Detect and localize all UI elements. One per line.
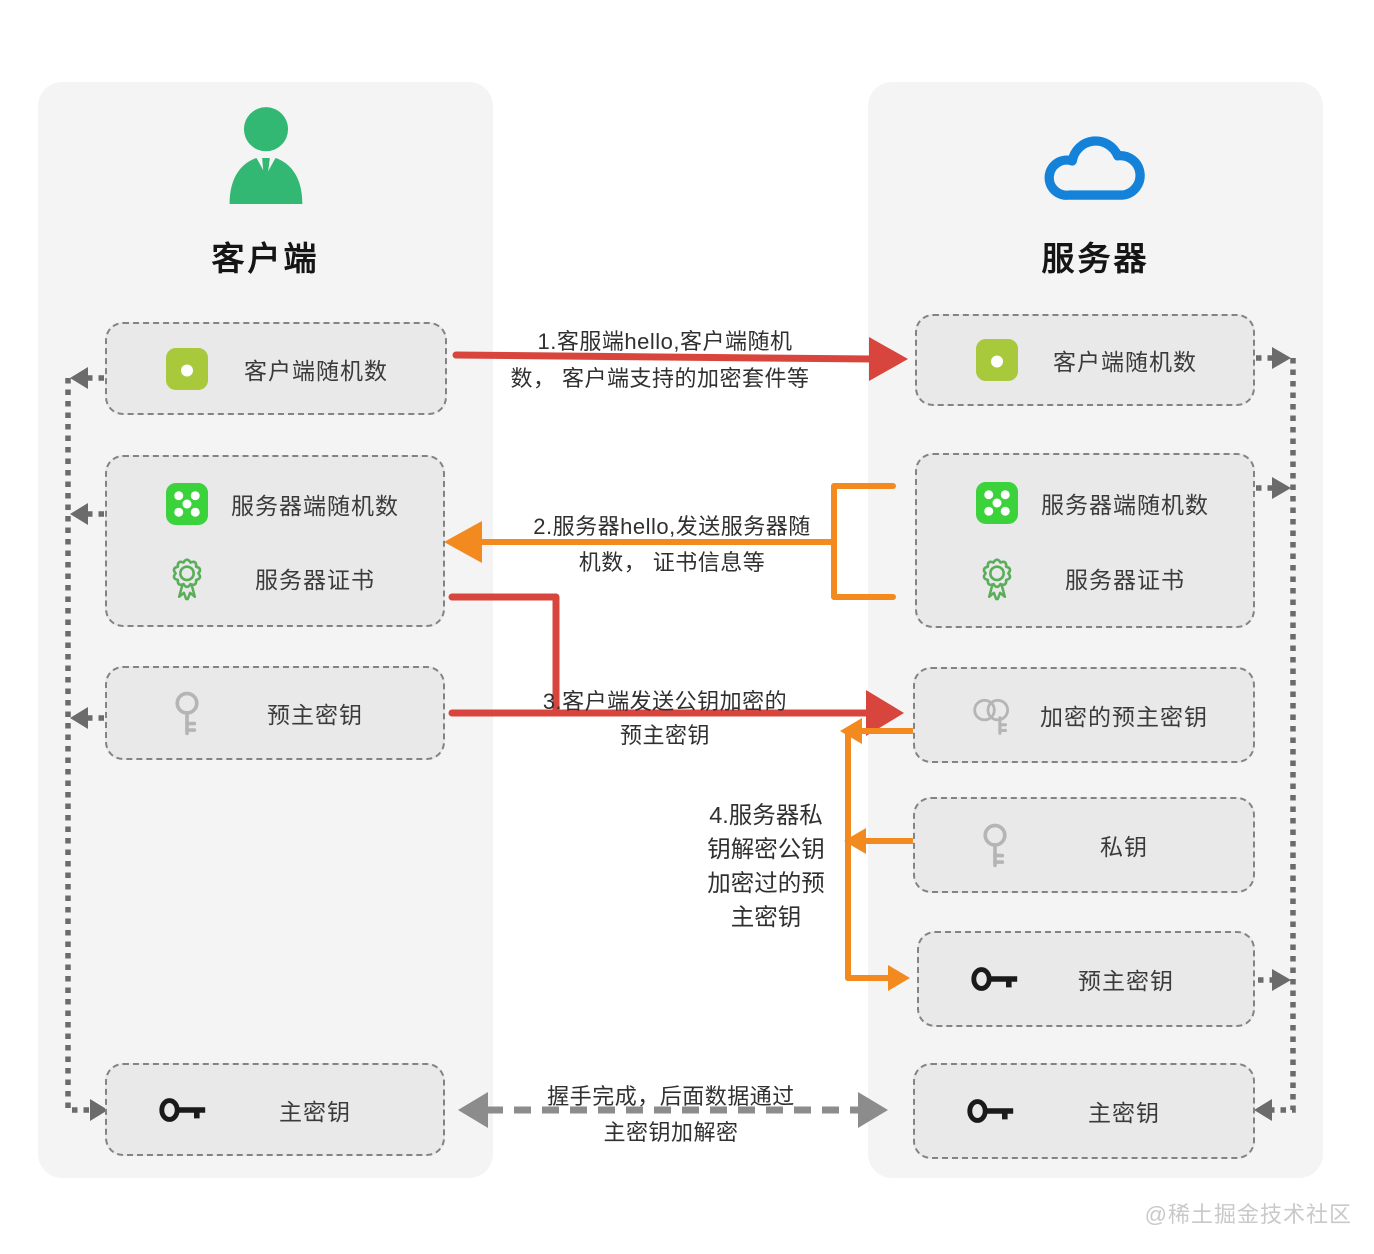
msg2-line2: 机数， 证书信息等: [578, 550, 766, 575]
msg5-line2: 主密钥加解密: [603, 1120, 739, 1145]
client-serverdata-node: 服务器端随机数 服务器证书: [105, 455, 445, 627]
node-label: 服务器端随机数: [1041, 491, 1209, 518]
node-label: 私钥: [1100, 834, 1148, 860]
node-label: 服务器端随机数: [231, 493, 399, 519]
key-circles-icon: [967, 687, 1023, 743]
certificate-icon: [159, 550, 215, 606]
msg5-line1: 握手完成，后面数据通过: [547, 1084, 795, 1109]
node-label: 预主密钥: [267, 702, 363, 728]
node-label: 客户端随机数: [1053, 349, 1197, 375]
node-label: 客户端随机数: [244, 357, 388, 384]
msg4-line4: 主密钥: [730, 904, 802, 930]
server-title: 服务器: [1041, 240, 1150, 277]
die-five-icon: [159, 476, 215, 532]
node-label: 服务器证书: [255, 567, 375, 593]
die-one-icon: [159, 341, 215, 397]
server-cert-row: 服务器证书: [107, 541, 443, 615]
server-random-row: 服务器端随机数: [917, 465, 1253, 541]
watermark: @稀土掘金技术社区: [1144, 1202, 1352, 1227]
key-solid-icon: [159, 1082, 215, 1138]
node-label: 预主密钥: [1078, 968, 1174, 994]
die-one-icon: [969, 332, 1025, 388]
msg5-arrow-gray: [458, 1092, 888, 1128]
client-panel: 客户端: [38, 82, 493, 1178]
node-label: 主密钥: [279, 1098, 351, 1125]
certificate-icon: [969, 550, 1025, 606]
node-label: 加密的预主密钥: [1040, 704, 1208, 730]
key-solid-icon: [971, 951, 1027, 1007]
server-privatekey-node: 私钥: [913, 797, 1255, 893]
client-title: 客户端: [211, 240, 320, 277]
msg3-arrow-red: [448, 593, 904, 736]
die-five-icon: [969, 475, 1025, 531]
msg2-line1: 2.服务器hello,发送服务器随: [533, 514, 811, 539]
server-random-row: 服务器端随机数: [107, 467, 443, 541]
msg3-line2: 预主密钥: [619, 723, 711, 748]
msg2-arrow-orange: [444, 483, 896, 600]
server-collect-dotted-line: [1254, 347, 1296, 1121]
server-master-node: 主密钥: [913, 1063, 1255, 1159]
msg4-path-orange: [840, 718, 915, 991]
key-outline-icon: [967, 817, 1023, 873]
client-random-node: 客户端随机数: [105, 322, 447, 415]
client-premaster-node: 预主密钥: [105, 666, 445, 760]
msg4-text: 4.服务器私 钥解密公钥 加密过的预 主密钥: [690, 798, 842, 934]
msg3-line1: 3.客户端发送公钥加密的: [542, 689, 788, 714]
server-serverdata-node: 服务器端随机数 服务器证书: [915, 453, 1255, 628]
server-premaster-node: 预主密钥: [917, 931, 1255, 1027]
client-collect-dotted-line: [65, 367, 108, 1121]
msg4-line3: 加密过的预: [707, 870, 825, 896]
client-master-node: 主密钥: [105, 1063, 445, 1156]
msg4-line1: 4.服务器私: [709, 802, 823, 828]
server-clientrandom-node: 客户端随机数: [915, 314, 1255, 406]
server-cert-row: 服务器证书: [917, 541, 1253, 617]
node-label: 主密钥: [1088, 1100, 1160, 1126]
msg4-line2: 钥解密公钥: [707, 836, 825, 862]
node-label: 服务器证书: [1065, 567, 1185, 594]
key-outline-icon: [159, 685, 215, 741]
msg1-line2: 数， 客户端支持的加密套件等: [510, 366, 810, 391]
server-encrypted-premaster-node: 加密的预主密钥: [913, 667, 1255, 763]
msg1-line1: 1.客服端hello,客户端随机: [537, 329, 793, 354]
key-solid-icon: [967, 1083, 1023, 1139]
msg1-arrow-red: [452, 337, 908, 381]
